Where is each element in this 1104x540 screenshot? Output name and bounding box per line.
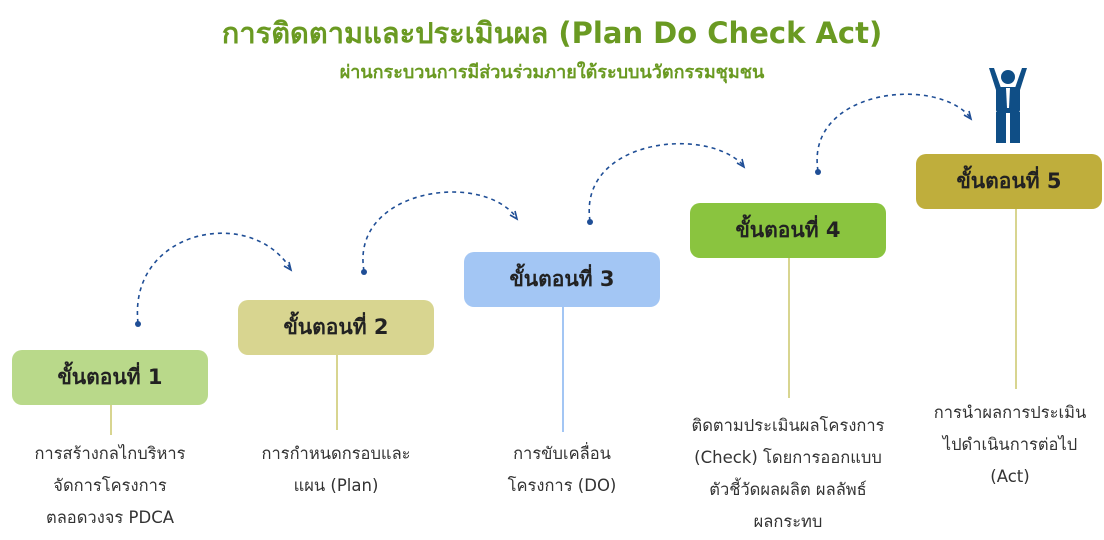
description-line: จัดการโครงการ	[53, 476, 167, 495]
page-subtitle: ผ่านกระบวนการมีส่วนร่วมภายใต้ระบบนวัตกรร…	[339, 62, 765, 83]
step-4-description: ติดตามประเมินผลโครงการ (Check) โดยการออก…	[670, 410, 906, 538]
arrow-start-dot	[815, 169, 821, 175]
arrow-start-dot	[135, 321, 141, 327]
step-1-description: การสร้างกลไกบริหาร จัดการโครงการ ตลอดวงจ…	[0, 438, 220, 534]
step-3-connector-line	[562, 307, 564, 432]
description-line: การนำผลการประเมิน	[933, 403, 1087, 422]
step-5-description: การนำผลการประเมิน ไปดำเนินการต่อไป (Act)	[912, 397, 1104, 493]
arrowhead-icon	[509, 210, 519, 221]
description-line: (Act)	[990, 467, 1030, 486]
description-line: การกำหนดกรอบและ	[261, 444, 411, 463]
arrowhead-icon	[963, 110, 973, 121]
dashed-curved-arrow-icon	[136, 232, 291, 324]
step-1-connector-line	[110, 405, 112, 435]
arrow-start-dot	[587, 219, 593, 225]
description-line: โครงการ (DO)	[507, 476, 617, 495]
description-line: ตัวชี้วัดผลผลิต ผลลัพธ์	[709, 480, 867, 499]
step-5-box: ขั้นตอนที่ 5	[916, 154, 1102, 209]
description-line: ตลอดวงจร PDCA	[45, 508, 174, 527]
step-4-box: ขั้นตอนที่ 4	[690, 203, 886, 258]
arrowhead-icon	[736, 158, 746, 169]
arrowhead-icon	[283, 261, 293, 272]
dashed-curved-arrow-icon	[816, 93, 971, 172]
step-2-connector-line	[336, 355, 338, 430]
step-3-description: การขับเคลื่อน โครงการ (DO)	[452, 438, 672, 502]
step-3-box: ขั้นตอนที่ 3	[464, 252, 660, 307]
page-title: การติดตามและประเมินผล (Plan Do Check Act…	[221, 16, 883, 50]
step-4-connector-line	[788, 258, 790, 398]
description-line: ไปดำเนินการต่อไป	[942, 435, 1078, 454]
dashed-curved-arrow-icon	[362, 191, 517, 272]
description-line: (Check) โดยการออกแบบ	[694, 448, 882, 467]
step-2-description: การกำหนดกรอบและ แผน (Plan)	[226, 438, 446, 502]
description-line: การสร้างกลไกบริหาร	[34, 444, 186, 463]
dashed-curved-arrow-icon	[588, 142, 744, 222]
step-1-box: ขั้นตอนที่ 1	[12, 350, 208, 405]
description-line: แผน (Plan)	[293, 476, 379, 495]
description-line: การขับเคลื่อน	[513, 444, 611, 463]
description-line: ผลกระทบ	[753, 512, 823, 531]
description-line: ติดตามประเมินผลโครงการ	[691, 416, 885, 435]
step-2-box: ขั้นตอนที่ 2	[238, 300, 434, 355]
arrow-start-dot	[361, 269, 367, 275]
step-5-connector-line	[1015, 209, 1017, 389]
tie-shape	[1006, 88, 1010, 108]
